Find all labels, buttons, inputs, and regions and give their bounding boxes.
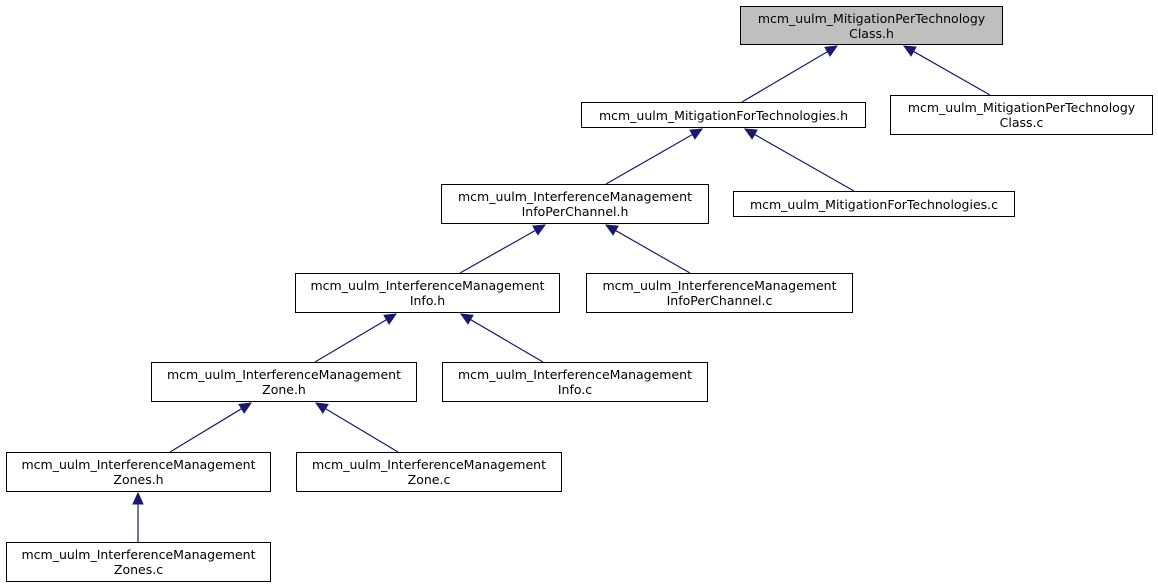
node-mitigation-for-technologies-h[interactable]: mcm_uulm_MitigationForTechnologies.h [581, 102, 866, 128]
edge-n2-to-n0 [913, 50, 991, 96]
node-label-line: Class.h [849, 25, 894, 41]
node-interference-management-info-c[interactable]: mcm_uulm_InterferenceManagement Info.c [442, 362, 708, 402]
arrowhead-icon [459, 313, 474, 325]
node-mitigation-per-technology-class-c[interactable]: mcm_uulm_MitigationPerTechnology Class.c [890, 95, 1153, 135]
node-label-line: mcm_uulm_InterferenceManagement [166, 367, 402, 382]
arrowhead-icon [743, 128, 758, 140]
node-interference-management-zone-h[interactable]: mcm_uulm_InterferenceManagement Zone.h [151, 362, 417, 402]
arrowhead-icon [902, 45, 917, 57]
node-label-line: Class.c [999, 115, 1044, 130]
edge-n5-to-n3 [459, 229, 536, 274]
node-interference-management-info-h[interactable]: mcm_uulm_InterferenceManagement Info.h [295, 273, 560, 313]
edge-n10-to-n7 [325, 408, 399, 453]
node-label-line: mcm_uulm_InterferenceManagement [457, 367, 693, 382]
node-label-line: Zones.h [113, 472, 164, 487]
edge-n6-to-n3 [615, 229, 691, 274]
arrowhead-icon [238, 402, 253, 414]
edge-n9-to-n7 [169, 408, 242, 453]
node-label-line: mcm_uulm_MitigationForTechnologies.h [598, 107, 849, 123]
arrowhead-icon [689, 128, 704, 140]
node-mitigation-per-technology-class-h: mcm_uulm_MitigationPerTechnology Class.h [740, 6, 1003, 45]
node-interference-management-info-per-channel-h[interactable]: mcm_uulm_InterferenceManagement InfoPerC… [441, 184, 709, 224]
node-label-line: mcm_uulm_MitigationForTechnologies.c [749, 196, 999, 212]
node-label-line: mcm_uulm_MitigationPerTechnology [907, 100, 1136, 115]
node-mitigation-for-technologies-c[interactable]: mcm_uulm_MitigationForTechnologies.c [733, 191, 1015, 217]
node-interference-management-zone-c[interactable]: mcm_uulm_InterferenceManagement Zone.c [296, 452, 562, 492]
edge-n4-to-n1 [754, 133, 855, 192]
edge-n7-to-n5 [314, 319, 387, 363]
edge-n3-to-n1 [605, 133, 693, 185]
node-label-line: mcm_uulm_InterferenceManagement [602, 278, 837, 293]
node-label-line: mcm_uulm_InterferenceManagement [21, 457, 256, 472]
node-label-line: Info.h [409, 293, 446, 308]
arrowhead-icon [604, 224, 619, 236]
edge-n8-to-n5 [470, 319, 544, 363]
node-interference-management-zones-h[interactable]: mcm_uulm_InterferenceManagement Zones.h [6, 452, 271, 492]
node-label-line: mcm_uulm_InterferenceManagement [310, 278, 545, 293]
node-interference-management-zones-c[interactable]: mcm_uulm_InterferenceManagement Zones.c [6, 542, 271, 582]
node-label-line: Info.c [557, 382, 593, 397]
node-label-line: InfoPerChannel.c [666, 293, 773, 308]
arrowhead-icon [824, 45, 839, 57]
arrowhead-icon [532, 224, 547, 236]
node-label-line: mcm_uulm_InterferenceManagement [21, 547, 256, 562]
node-label-line: InfoPerChannel.h [521, 204, 629, 219]
node-interference-management-info-per-channel-c[interactable]: mcm_uulm_InterferenceManagement InfoPerC… [586, 273, 853, 313]
arrowhead-icon [132, 491, 144, 505]
arrowhead-icon [314, 402, 329, 414]
node-label-line: mcm_uulm_InterferenceManagement [457, 189, 693, 204]
edge-n1-to-n0 [741, 51, 828, 103]
node-label-line: Zones.c [113, 562, 164, 577]
node-label-line: Zone.c [407, 472, 451, 487]
node-label-line: mcm_uulm_MitigationPerTechnology [757, 10, 986, 26]
arrowhead-icon [383, 313, 398, 325]
node-label-line: Zone.h [262, 382, 306, 397]
node-label-line: mcm_uulm_InterferenceManagement [311, 457, 547, 472]
